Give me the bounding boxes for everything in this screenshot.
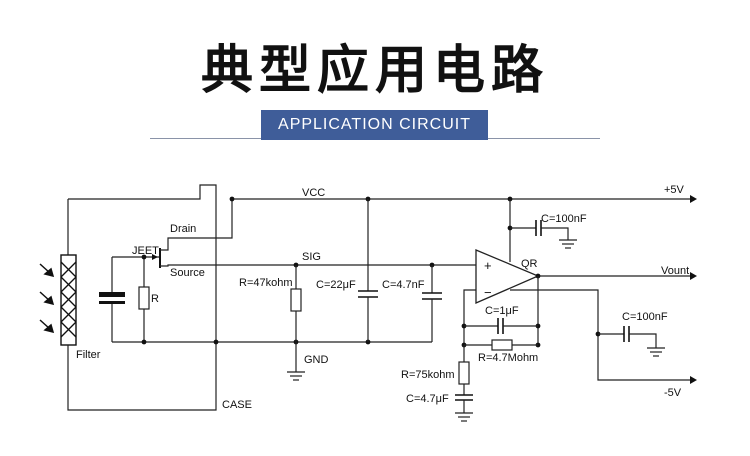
title-rule-right <box>488 138 600 139</box>
r47m-label: R=4.7Mohm <box>478 352 538 364</box>
resistor-75k <box>458 361 470 385</box>
filter-label: Filter <box>76 349 101 361</box>
c100n-top-ground <box>559 239 577 249</box>
case-outline <box>67 184 217 411</box>
r-label: R <box>151 293 159 305</box>
sensor-plate-top <box>99 292 125 297</box>
node-ground-r <box>141 339 147 345</box>
jfet-gate-arrow <box>152 254 158 260</box>
vount-label: Vount <box>661 265 689 277</box>
c22u-label: C=22μF <box>316 279 356 291</box>
gnd-label: GND <box>304 354 329 366</box>
resistor-47m <box>491 339 513 351</box>
inverting-input-wire <box>463 289 476 345</box>
opamp-plus: + <box>484 258 492 273</box>
light-arrows <box>39 263 55 334</box>
resistor-47k <box>290 288 302 312</box>
page-title: 典型应用电路 <box>200 41 549 101</box>
case-label: CASE <box>222 399 252 411</box>
title-rule-left <box>150 138 261 139</box>
opamp-minus: − <box>484 285 492 300</box>
c100n-top-wire-right <box>541 227 569 240</box>
vount-arrow <box>690 272 697 280</box>
c47u-ground <box>455 412 473 422</box>
c47u-label: C=4.7μF <box>406 393 449 405</box>
c100n-right-ground <box>647 347 665 357</box>
c100n-top-label: C=100nF <box>541 213 587 225</box>
r47k-label: R=47kohm <box>239 277 293 289</box>
c47n-label: C=4.7nF <box>382 279 425 291</box>
c100n-right-wire-right <box>629 333 657 348</box>
filter-hatching <box>60 261 77 338</box>
plus5-label: +5V <box>664 184 685 196</box>
subtitle-badge: APPLICATION CIRCUIT <box>261 110 488 140</box>
opamp-symbol <box>475 249 540 304</box>
gnd-symbol <box>287 371 305 381</box>
sensor-plate-bottom <box>99 301 125 304</box>
node-vcc-drain <box>229 196 235 202</box>
minus5-arrow <box>690 376 697 384</box>
r75k-label: R=75kohm <box>401 369 455 381</box>
jfet-label: JEET <box>132 245 159 257</box>
node-gate <box>141 254 147 260</box>
c1u-label: C=1μF <box>485 305 519 317</box>
vcc-label: VCC <box>302 187 325 199</box>
drain-label: Drain <box>170 223 196 235</box>
sig-label: SIG <box>302 251 321 263</box>
source-wire <box>160 264 216 267</box>
source-label: Source <box>170 267 205 279</box>
minus5-label: -5V <box>664 387 682 399</box>
opamp-label: QR <box>521 258 538 270</box>
node-gnd-case <box>213 339 219 345</box>
resistor-r <box>138 286 150 310</box>
c100n-right-label: C=100nF <box>622 311 668 323</box>
plus5-arrow <box>690 195 697 203</box>
